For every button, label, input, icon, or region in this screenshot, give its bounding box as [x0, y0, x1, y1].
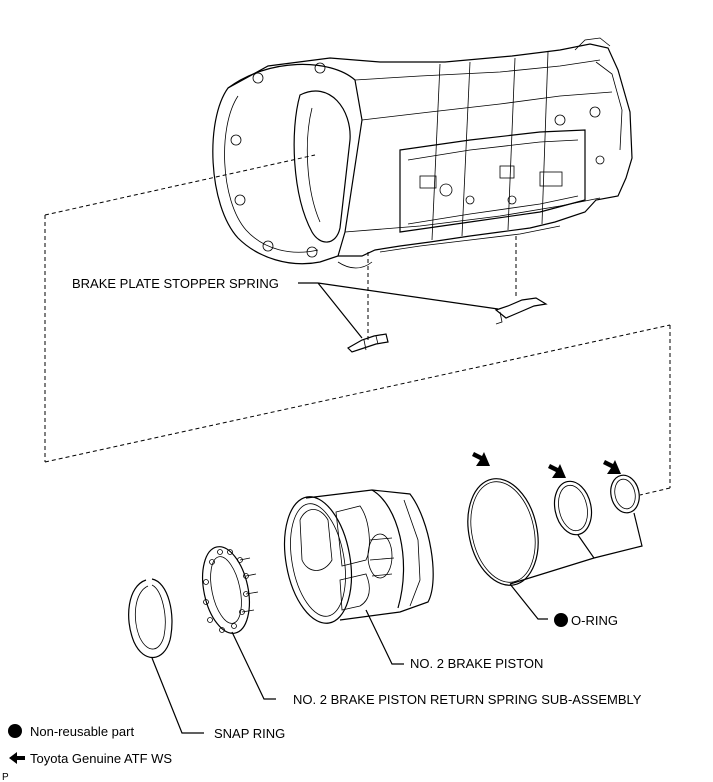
label-no2-brake-piston-return-spring: NO. 2 BRAKE PISTON RETURN SPRING SUB-ASS… [293, 692, 642, 707]
legend-atf: Toyota Genuine ATF WS [30, 751, 172, 766]
snap-ring-leader [151, 657, 204, 734]
label-snap-ring: SNAP RING [214, 726, 285, 741]
o-ring-leader [509, 512, 643, 620]
brake-piston-leader [365, 609, 404, 665]
no2-brake-piston-return-spring [202, 546, 259, 634]
legend: Non-reusable part Toyota Genuine ATF WS … [2, 724, 172, 782]
arrow-left-icon [9, 752, 25, 764]
label-no2-brake-piston: NO. 2 BRAKE PISTON [410, 656, 543, 671]
transmission-housing [212, 37, 633, 269]
brake-plate-stopper-spring-right [494, 297, 548, 325]
label-brake-plate-stopper-spring: BRAKE PLATE STOPPER SPRING [72, 276, 279, 291]
stopper-spring-leader [298, 282, 499, 339]
corner-mark: P [2, 772, 9, 782]
o-ring-large [467, 478, 539, 586]
exploded-view-outline [44, 154, 671, 496]
o-ring-medium [553, 480, 593, 536]
legend-non-reusable: Non-reusable part [30, 724, 134, 739]
return-spring-leader [231, 631, 276, 700]
snap-ring [128, 578, 173, 659]
filled-circle-icon [8, 724, 22, 738]
no2-brake-piston [283, 489, 434, 624]
brake-plate-stopper-spring-left [347, 333, 389, 353]
atf-arrow-icon [472, 452, 621, 478]
o-ring-small [610, 474, 640, 514]
non-reusable-mark-icon [554, 613, 568, 627]
label-o-ring: O-RING [571, 613, 618, 628]
